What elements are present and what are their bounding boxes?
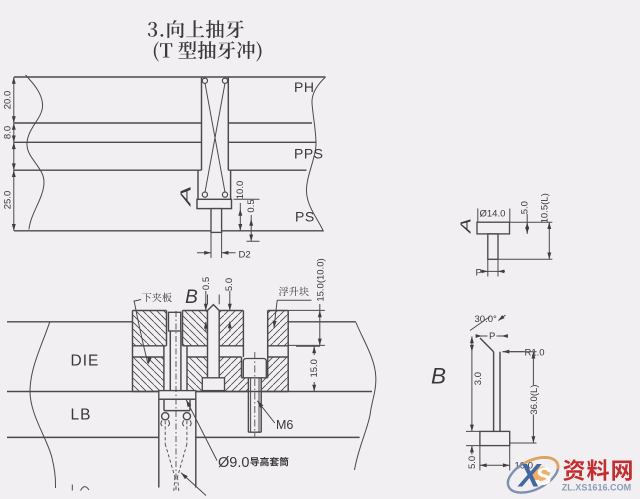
svg-text:B: B [185, 287, 198, 308]
svg-text:Ø14.0: Ø14.0 [480, 209, 506, 220]
svg-text:DIE: DIE [71, 353, 100, 370]
svg-text:PPS: PPS [294, 146, 324, 162]
svg-text:25.0: 25.0 [3, 191, 14, 210]
svg-text:3.0: 3.0 [473, 372, 484, 385]
svg-text:0.5: 0.5 [246, 199, 257, 212]
svg-text:5.0: 5.0 [224, 278, 235, 291]
svg-text:5.0: 5.0 [519, 201, 530, 214]
svg-text:10.5(L): 10.5(L) [539, 193, 550, 223]
svg-text:D2: D2 [239, 249, 251, 260]
svg-text:X: X [517, 458, 542, 494]
svg-text:A: A [178, 185, 194, 208]
svg-text:8.0: 8.0 [3, 126, 14, 139]
svg-text:PH: PH [294, 79, 314, 95]
svg-text:B: B [431, 364, 446, 389]
svg-text:P: P [489, 331, 495, 342]
svg-text:15.0: 15.0 [309, 359, 320, 378]
svg-text:S: S [535, 463, 552, 491]
svg-text:LB: LB [71, 407, 92, 424]
svg-text:ZL.XS1616.COM: ZL.XS1616.COM [562, 482, 632, 492]
svg-text:M6: M6 [276, 418, 293, 432]
svg-text:P: P [476, 268, 482, 279]
svg-text:PS: PS [295, 209, 315, 225]
svg-text:10.0: 10.0 [515, 461, 534, 472]
svg-text:5.0: 5.0 [467, 456, 478, 469]
svg-text:0.5: 0.5 [201, 277, 212, 290]
svg-text:36.0(L): 36.0(L) [529, 385, 540, 415]
svg-text:Ø9.0: Ø9.0 [218, 455, 249, 471]
svg-text:R1.0: R1.0 [525, 348, 545, 359]
svg-text:A: A [457, 218, 473, 234]
svg-text:15.0(10.0): 15.0(10.0) [316, 258, 327, 301]
svg-text:10.0: 10.0 [235, 181, 246, 200]
svg-text:20.0: 20.0 [3, 91, 14, 110]
